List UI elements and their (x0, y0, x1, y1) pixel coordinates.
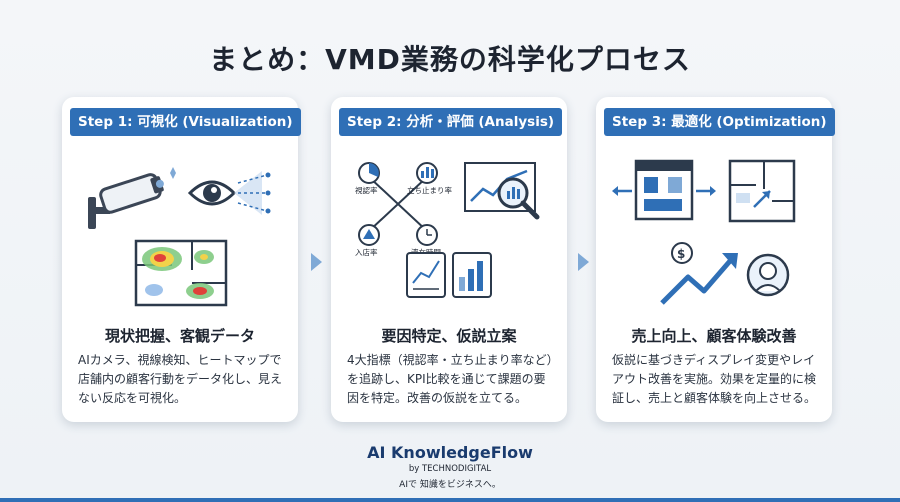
metric-label: 入店率 (355, 247, 378, 257)
step-description: AIカメラ、視線検知、ヒートマップで店舗内の顧客行動をデータ化し、見えない反応を… (78, 353, 283, 405)
visualization-illustration (88, 167, 271, 307)
floor-layout-icon (728, 159, 796, 223)
step-label: Step 2: 分析・評価 (Analysis) (339, 108, 563, 136)
security-camera-icon (88, 167, 176, 229)
step-label: Step 1: 可視化 (Visualization) (70, 108, 301, 136)
brand-byline: by TECHNODIGITAL (408, 464, 492, 474)
brand-tagline: AIで 知識をビジネスへ。 (399, 480, 501, 490)
page-title: まとめ：VMD業務の科学化プロセス (209, 43, 691, 76)
brand-logo-text: AI KnowledgeFlow (367, 443, 533, 462)
step-label: Step 3: 最適化 (Optimization) (604, 108, 835, 136)
step-heading: 現状把握、客観データ (104, 327, 255, 345)
bottom-accent-bar (0, 498, 900, 502)
metrics-network-icon: 視認率 立ち止まり率 入店率 滞在時間 (355, 162, 452, 257)
step-heading: 売上向上、顧客体験改善 (631, 327, 797, 345)
metric-label: 立ち止まり率 (407, 185, 452, 195)
eye-scan-icon (187, 171, 271, 215)
flow-arrow-icon (578, 253, 589, 271)
growth-arrow-icon: $ (660, 242, 738, 305)
step-card-visualization: Step 1: 可視化 (Visualization) (62, 97, 301, 422)
display-shelf-icon (612, 159, 716, 221)
line-chart-icon (406, 252, 446, 298)
step-card-analysis: Step 2: 分析・評価 (Analysis) 視認率 立ち止まり率 入店率 … (331, 97, 567, 422)
step-description: 4大指標（視認率・立ち止まり率など）を追跡し、KPI比較を通じて課題の要因を特定… (347, 353, 553, 405)
step-card-optimization: Step 3: 最適化 (Optimization) $ (596, 97, 835, 422)
metric-label: 視認率 (355, 185, 378, 195)
svg-text:$: $ (677, 247, 685, 261)
flow-arrow-icon (311, 253, 322, 271)
analysis-illustration: 視認率 立ち止まり率 入店率 滞在時間 (355, 162, 540, 298)
optimization-illustration: $ (612, 159, 796, 305)
customer-icon (746, 253, 790, 297)
step-description: 仮説に基づきディスプレイ変更やレイアウト改善を実施。効果を定量的に検証し、売上と… (612, 353, 817, 405)
step-heading: 要因特定、仮説立案 (381, 327, 517, 345)
heatmap-icon (134, 239, 228, 307)
magnifier-chart-icon (464, 162, 540, 220)
bar-chart-icon (452, 252, 492, 298)
